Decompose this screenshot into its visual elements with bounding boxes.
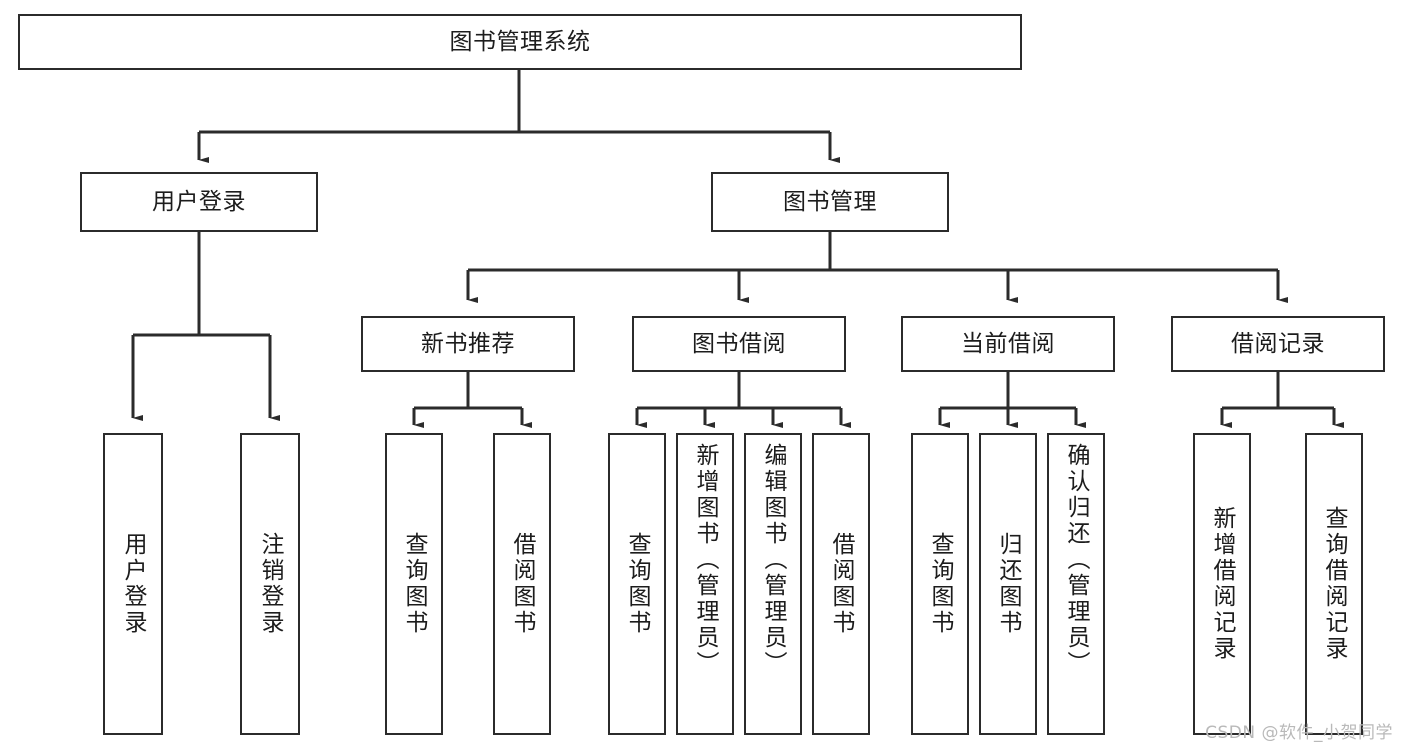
node-user-login[interactable]: 用户登录 [80,172,318,232]
node-leaf-confirm-return[interactable]: 确认归还（管理员） [1047,433,1105,735]
node-label: 确认归还（管理员） [1063,443,1090,677]
node-leaf-user-login[interactable]: 用户登录 [103,433,163,735]
node-label: 新书推荐 [421,330,515,357]
node-leaf-query-book-3[interactable]: 查询图书 [911,433,969,735]
node-borrow-record[interactable]: 借阅记录 [1171,316,1385,372]
node-leaf-edit-book[interactable]: 编辑图书（管理员） [744,433,802,735]
node-leaf-query-record[interactable]: 查询借阅记录 [1305,433,1363,735]
node-label: 当前借阅 [961,330,1055,357]
node-leaf-add-record[interactable]: 新增借阅记录 [1193,433,1251,735]
node-label: 借阅记录 [1231,330,1325,357]
node-label: 用户登录 [120,532,147,636]
node-label: 查询图书 [624,532,651,636]
node-label: 图书借阅 [692,330,786,357]
node-leaf-borrow-book-2[interactable]: 借阅图书 [812,433,870,735]
node-leaf-borrow-book-1[interactable]: 借阅图书 [493,433,551,735]
node-leaf-query-book-1[interactable]: 查询图书 [385,433,443,735]
node-label: 新增借阅记录 [1209,506,1236,662]
node-label: 归还图书 [995,532,1022,636]
node-leaf-return-book[interactable]: 归还图书 [979,433,1037,735]
node-current-borrow[interactable]: 当前借阅 [901,316,1115,372]
node-label: 注销登录 [257,532,284,636]
node-leaf-user-logout[interactable]: 注销登录 [240,433,300,735]
node-label: 借阅图书 [828,532,855,636]
watermark-text: CSDN @软件_小贺同学 [1205,723,1393,743]
node-label: 查询图书 [401,532,428,636]
node-label: 图书管理系统 [449,28,591,55]
node-book-management[interactable]: 图书管理 [711,172,949,232]
node-book-borrow[interactable]: 图书借阅 [632,316,846,372]
node-root-book-management-system[interactable]: 图书管理系统 [18,14,1022,70]
node-label: 新增图书（管理员） [692,443,719,677]
node-label: 查询图书 [927,532,954,636]
node-leaf-query-book-2[interactable]: 查询图书 [608,433,666,735]
node-label: 借阅图书 [509,532,536,636]
node-leaf-add-book[interactable]: 新增图书（管理员） [676,433,734,735]
node-label: 图书管理 [783,188,877,215]
node-label: 编辑图书（管理员） [760,443,787,677]
node-new-book-recommend[interactable]: 新书推荐 [361,316,575,372]
node-label: 查询借阅记录 [1321,506,1348,662]
node-label: 用户登录 [152,188,246,215]
